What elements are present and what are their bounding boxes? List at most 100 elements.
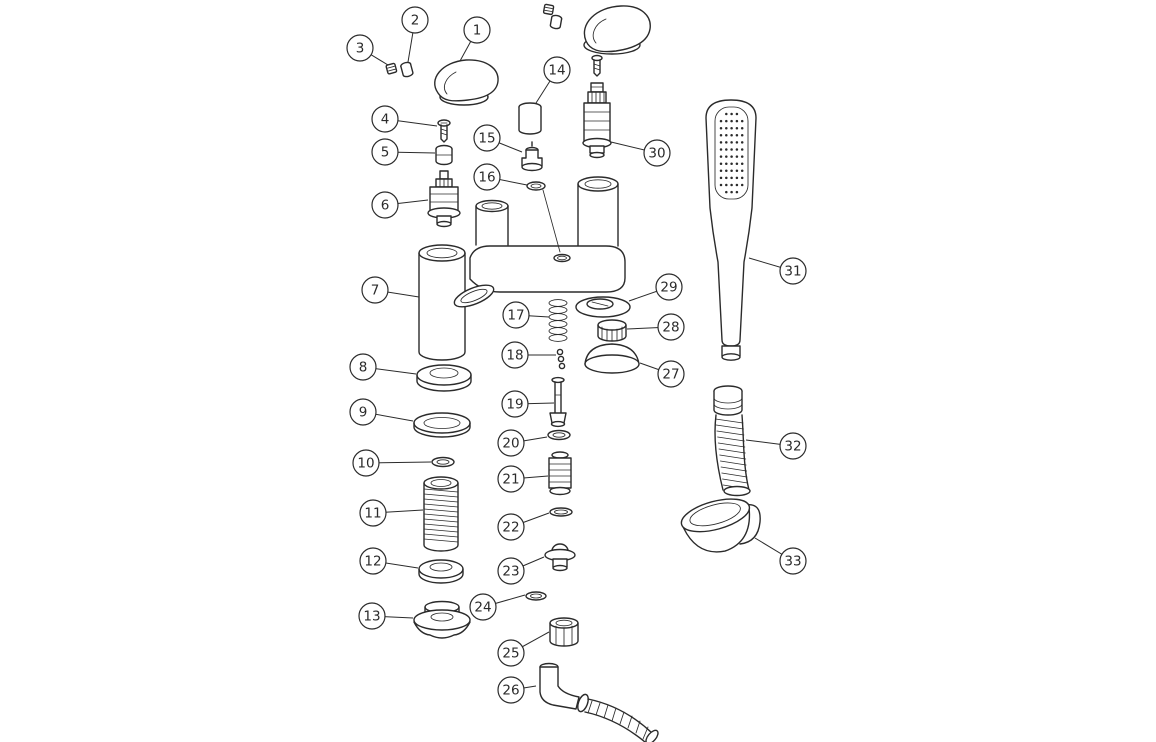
callout-bubble-5 (371, 138, 399, 166)
right-handle-grub-screw (542, 3, 555, 16)
callout-33: 33 (754, 537, 807, 575)
callout-number-19: 19 (506, 397, 523, 413)
callout-number-23: 23 (502, 564, 519, 580)
callout-24: 24 (469, 593, 526, 621)
part-24-o-ring (525, 591, 547, 601)
callout-23: 23 (497, 556, 545, 585)
callout-bubble-17 (502, 301, 530, 329)
callout-bubble-15 (473, 124, 501, 152)
callout-bubble-25 (497, 639, 525, 667)
callout-bubble-29 (655, 273, 683, 301)
part-19-diverter-rod (549, 376, 567, 428)
callout-number-29: 29 (660, 280, 677, 296)
callout-27: 27 (639, 360, 685, 388)
right-handle-lever (583, 5, 651, 55)
callout-number-18: 18 (506, 348, 523, 364)
callout-bubble-32 (779, 432, 807, 460)
part-31-shower-handset (705, 99, 757, 361)
callout-bubble-2 (401, 6, 429, 34)
callout-number-30: 30 (648, 146, 665, 162)
callout-number-3: 3 (356, 41, 365, 57)
part-4-screw (437, 119, 451, 143)
part-33-wall-bracket (680, 498, 761, 553)
callout-bubble-12 (359, 547, 387, 575)
callout-15: 15 (473, 124, 523, 153)
callout-bubble-22 (497, 513, 525, 541)
callout-number-27: 27 (662, 367, 679, 383)
callout-18: 18 (501, 341, 556, 369)
part-12-washer (418, 559, 464, 584)
part-5-spacer (435, 144, 453, 166)
callout-number-17: 17 (507, 308, 524, 324)
callout-number-26: 26 (502, 683, 519, 699)
callout-19: 19 (501, 390, 555, 418)
callout-bubble-4 (371, 105, 399, 133)
part-32-shower-hose (713, 385, 751, 497)
callout-bubble-1 (463, 16, 491, 44)
part-18-check-balls (556, 348, 566, 370)
callout-16: 16 (473, 163, 528, 191)
callout-32: 32 (745, 432, 807, 460)
callout-number-7: 7 (371, 283, 380, 299)
callout-14: 14 (535, 56, 571, 104)
callout-28: 28 (626, 313, 685, 341)
part-15-fitting (521, 141, 543, 172)
part-16-o-ring (526, 181, 546, 191)
part-29-diverter-plate (575, 296, 631, 318)
hose-ribs (715, 418, 749, 490)
part-1-handle-lever (434, 59, 499, 106)
part-21-diverter-cartridge (548, 451, 572, 496)
callout-11: 11 (359, 499, 424, 527)
callout-number-21: 21 (502, 472, 519, 488)
callout-22: 22 (497, 512, 550, 541)
callout-number-8: 8 (359, 360, 368, 376)
callout-number-2: 2 (411, 13, 420, 29)
callout-number-20: 20 (502, 436, 519, 452)
callout-bubble-21 (497, 465, 525, 493)
callout-number-6: 6 (381, 198, 390, 214)
part-28-diverter-gear (597, 319, 627, 342)
callout-number-9: 9 (359, 405, 368, 421)
callout-number-15: 15 (478, 131, 495, 147)
callout-number-13: 13 (363, 609, 380, 625)
callout-2: 2 (401, 6, 429, 63)
callout-bubble-19 (501, 390, 529, 418)
callout-number-14: 14 (548, 63, 565, 79)
callout-bubble-28 (657, 313, 685, 341)
part-6-cartridge (427, 170, 461, 228)
callout-layer: 1234567891011121314151617181920212223242… (346, 6, 807, 704)
part-22-o-ring (549, 507, 573, 517)
callout-number-32: 32 (784, 439, 801, 455)
callout-number-28: 28 (662, 320, 679, 336)
callout-bubble-31 (779, 257, 807, 285)
part-2-handle-fixing (400, 61, 414, 78)
right-handle-fixing (549, 14, 563, 30)
callout-4: 4 (371, 105, 438, 133)
callout-12: 12 (359, 547, 419, 575)
callout-number-16: 16 (478, 170, 495, 186)
callout-bubble-3 (346, 34, 374, 62)
part-3-grub-screw (385, 62, 398, 75)
callout-bubble-18 (501, 341, 529, 369)
callout-7: 7 (361, 276, 420, 304)
part-14-spacer-cylinder (518, 102, 542, 135)
callout-bubble-26 (497, 676, 525, 704)
callout-bubble-8 (349, 353, 377, 381)
callout-20: 20 (497, 429, 548, 457)
part-11-threaded-tube (423, 476, 459, 552)
callout-bubble-24 (469, 593, 497, 621)
callout-number-33: 33 (784, 554, 801, 570)
callout-number-25: 25 (502, 646, 519, 662)
callout-6: 6 (371, 191, 429, 219)
callout-bubble-27 (657, 360, 685, 388)
callout-number-31: 31 (784, 264, 801, 280)
callout-1: 1 (459, 16, 491, 62)
callout-5: 5 (371, 138, 436, 166)
part-23-fitting (544, 543, 576, 572)
callout-9: 9 (349, 398, 414, 426)
part-20-washer (547, 429, 571, 441)
callout-bubble-33 (779, 547, 807, 575)
callout-8: 8 (349, 353, 417, 381)
